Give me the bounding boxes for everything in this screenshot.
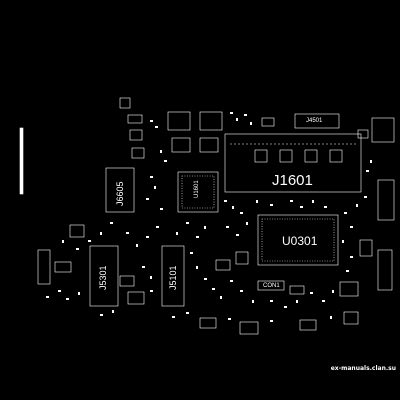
part-outline <box>119 97 131 109</box>
component-pads <box>46 112 372 322</box>
label-j1601: J1601 <box>272 172 313 189</box>
label-u0301: U0301 <box>282 234 318 248</box>
j4501-outline <box>294 113 340 129</box>
conn-outline <box>257 280 285 291</box>
label-j5101: J5101 <box>168 265 178 290</box>
u0301-outline <box>257 214 339 266</box>
j1601-outline <box>224 133 362 193</box>
label-j4501: J4501 <box>306 118 323 124</box>
label-j5301: J5301 <box>98 265 108 290</box>
watermark-text: ex-manuals.clan.su <box>330 365 396 372</box>
j5301-outline <box>89 245 119 307</box>
edge-connector <box>19 127 24 195</box>
j5101-outline <box>161 245 185 307</box>
cpu-outline <box>177 171 219 213</box>
label-j6605: J6605 <box>115 181 125 206</box>
j6605-outline <box>105 167 135 213</box>
outlines <box>19 97 395 335</box>
label-conn: CON1 <box>263 283 280 289</box>
label-u1601: U1601 <box>194 180 200 198</box>
